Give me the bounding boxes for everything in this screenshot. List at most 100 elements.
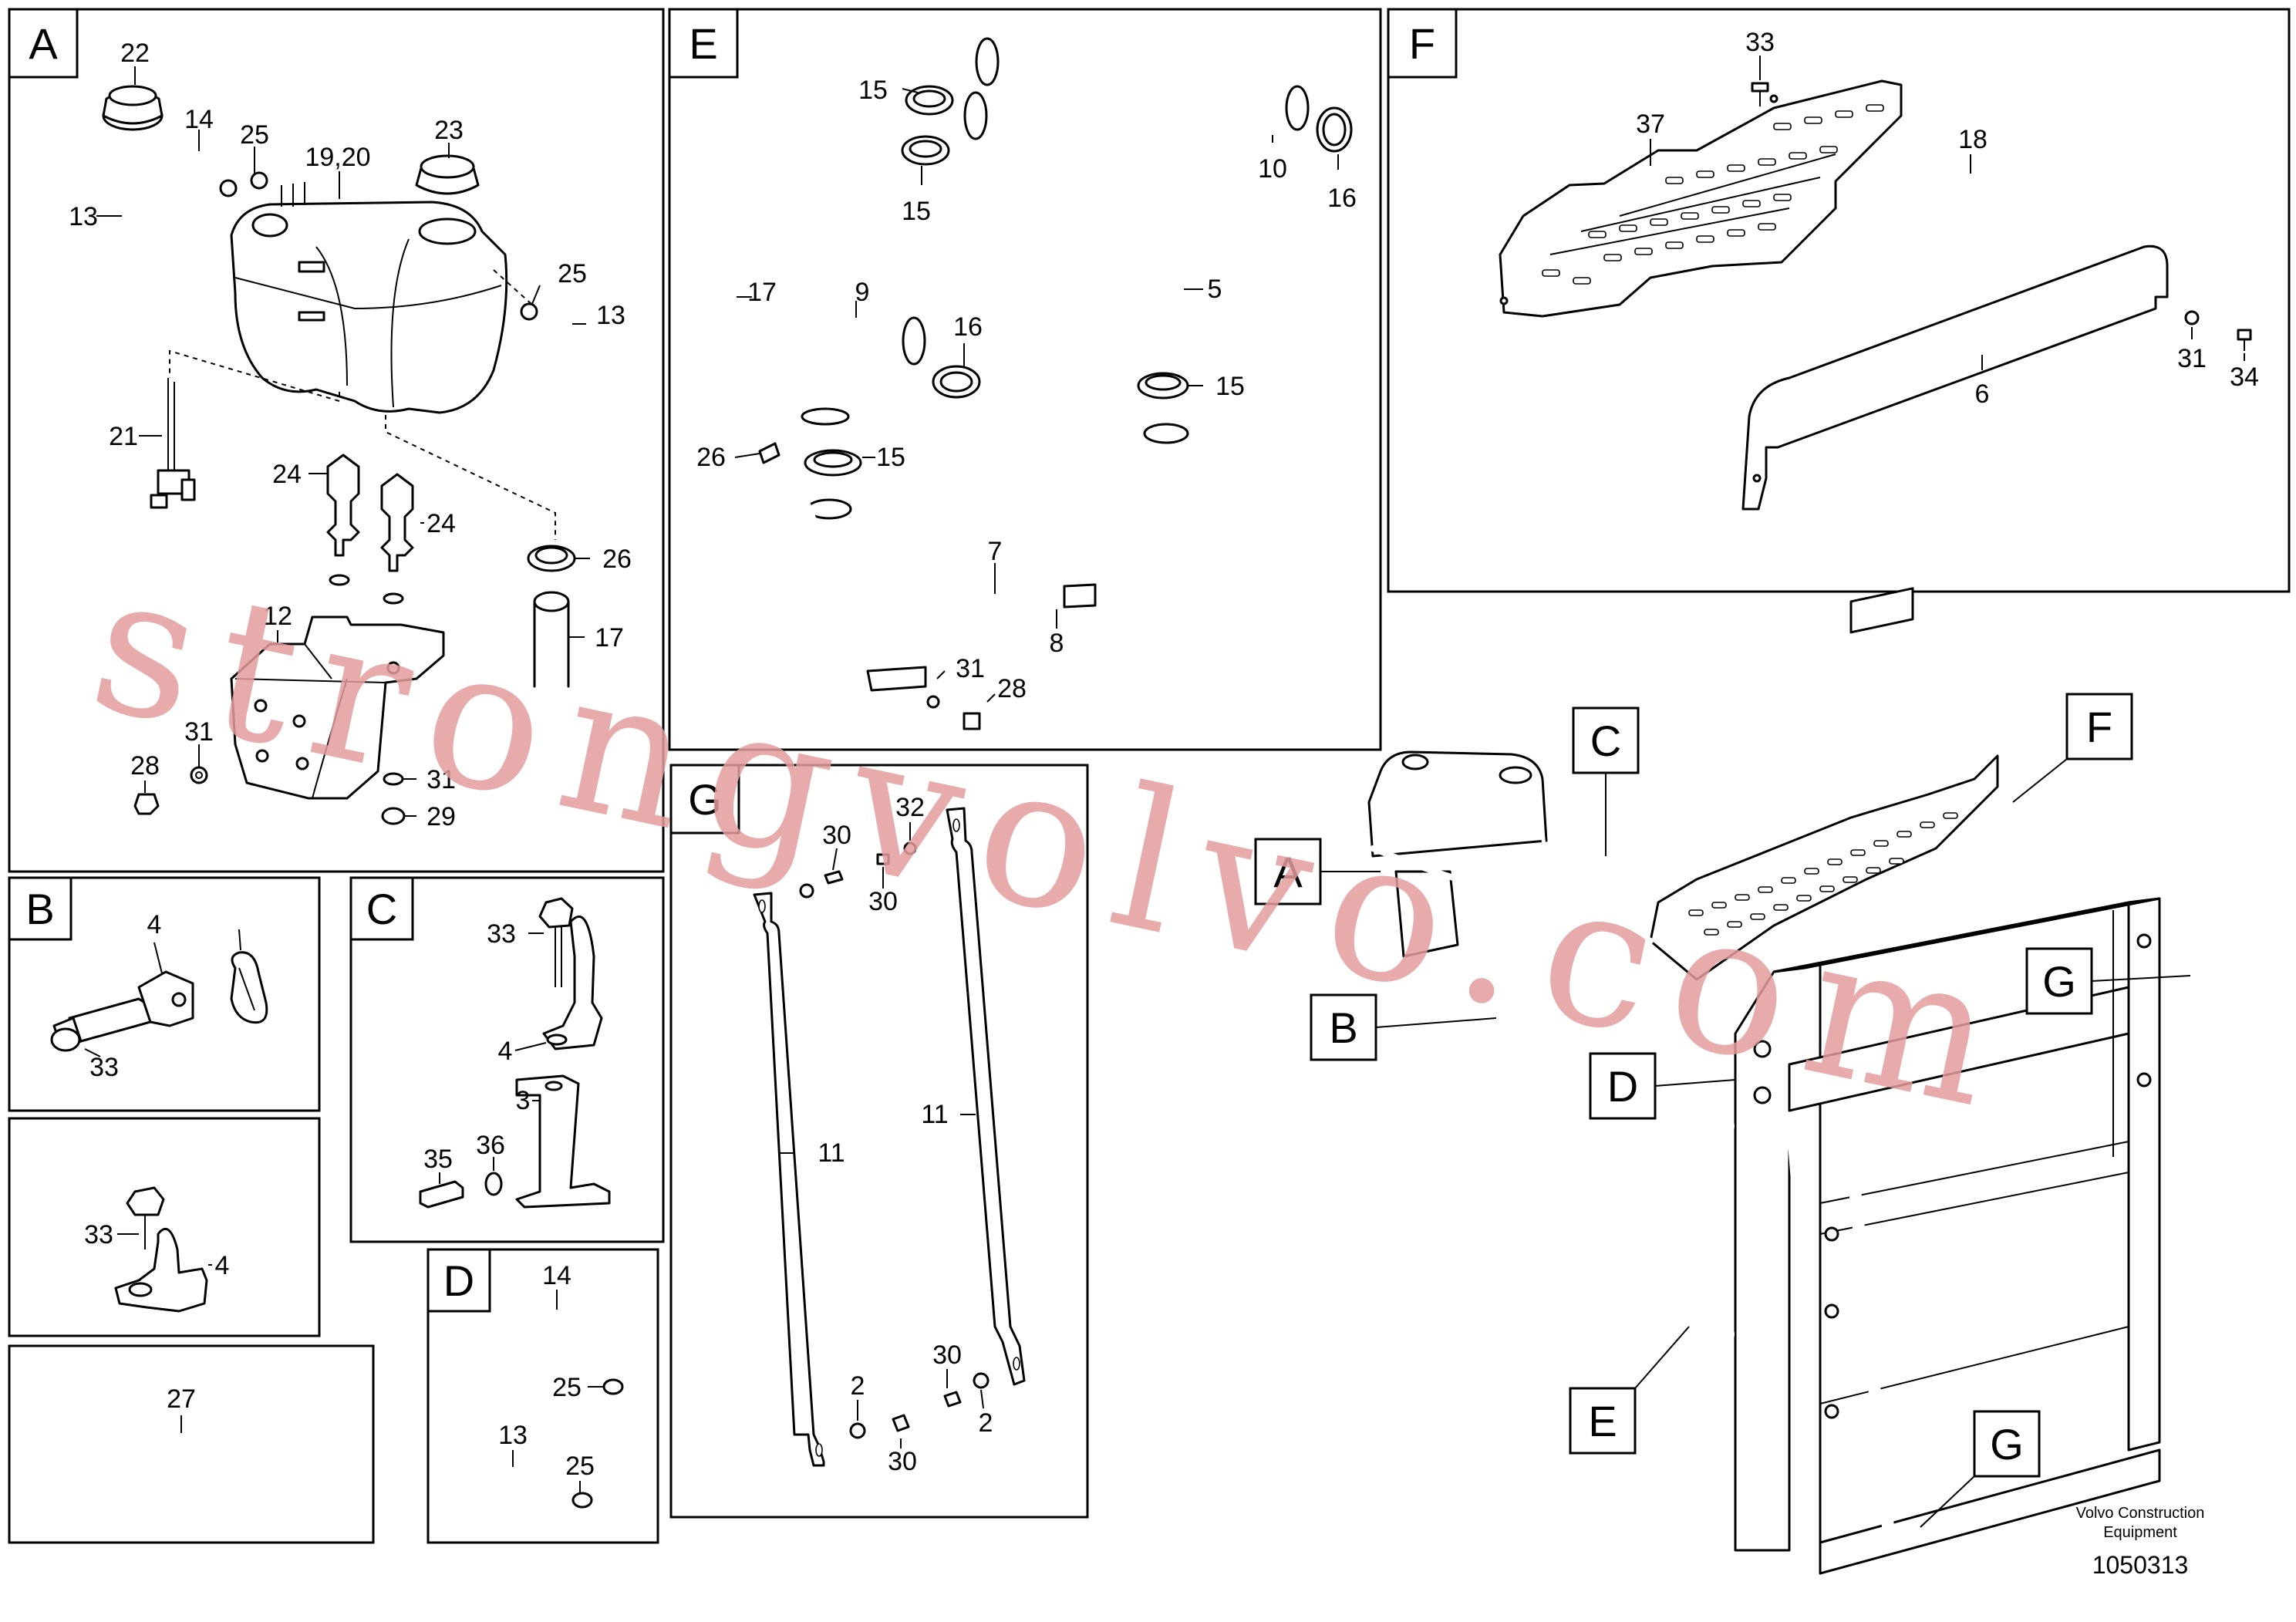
section-letter-e: E [668,8,739,79]
plug-24-right [380,473,414,605]
svg-text:G: G [688,775,722,824]
svg-text:C: C [1590,717,1621,765]
callout-f: F [2012,693,2133,803]
pressure-cap-23 [415,154,480,195]
svg-text:C: C [366,885,397,933]
svg-text:F: F [1409,19,1435,68]
section-letter-b: B [8,876,72,941]
callout-b: B [1310,993,1497,1061]
label-c-33: 33 [487,919,516,949]
svg-text:D: D [1607,1062,1638,1111]
label-e-15-b: 15 [902,197,931,226]
grille-37 [1499,79,1903,318]
label-a-31-right: 31 [426,765,456,794]
label-a-24-right: 24 [426,509,456,538]
clamp-26 [527,545,576,572]
svg-text:B: B [1329,1003,1357,1052]
label-c-3: 3 [516,1086,531,1115]
callout-g-upper: G [2025,947,2191,1015]
strap-11-right [946,807,1026,1386]
hose-17 [533,591,570,688]
callout-d: D [1589,1052,1736,1120]
panel-27-frame [8,1344,375,1544]
label-g-11-left: 11 [818,1138,845,1168]
expansion-tank-19-20 [230,182,508,414]
label-a-31-left: 31 [184,717,214,747]
label-e-8: 8 [1050,629,1064,658]
label-a-23: 23 [434,116,464,145]
filler-cap-22 [102,85,164,131]
callout-e: E [1569,1326,1690,1455]
label-a-17: 17 [595,623,624,653]
panel-a-drawing: 22 14 25 19,20 23 13 25 13 21 24 24 26 1… [69,39,632,831]
label-e-9: 9 [855,278,870,307]
label-f-37: 37 [1636,110,1665,139]
label-g-30-d: 30 [888,1447,917,1476]
label-a-24-left: 24 [272,460,302,489]
panel-c-drawing: 33 4 3 36 35 [419,897,611,1209]
label-b2-4: 4 [215,1251,230,1280]
label-g-2-a: 2 [851,1371,865,1401]
svg-text:G: G [2042,957,2076,1006]
label-d-25-a: 25 [552,1373,582,1402]
label-b-4: 4 [147,910,162,939]
callout-a: A [1254,838,1381,905]
label-f-18: 18 [1958,125,1988,154]
callout-c: C [1572,706,1640,856]
svg-text:D: D [443,1256,474,1305]
callout-g-lower: G [1920,1410,2041,1528]
label-g-2-b: 2 [979,1408,993,1438]
svg-text:A: A [1273,848,1303,896]
label-f-6: 6 [1975,379,1990,409]
panel-f-drawing: 33 37 18 31 6 34 [1499,28,2259,511]
level-sensor-21 [150,378,196,509]
bracket-12 [230,615,445,800]
label-e-15-c: 15 [1215,372,1245,401]
label-c-4: 4 [498,1037,513,1066]
section-letter-d: D [426,1248,491,1313]
label-d-25-b: 25 [565,1452,595,1481]
label-e-16-a: 16 [1327,184,1357,213]
label-b-33: 33 [89,1053,119,1082]
label-a-29: 29 [426,802,456,831]
label-g-32: 32 [895,793,925,822]
label-a-26: 26 [602,545,632,574]
panel-g-drawing: 32 30 30 11 11 30 2 2 30 [753,793,1026,1476]
label-a-13-right: 13 [596,301,625,330]
label-e-15-a: 15 [858,76,888,105]
label-c-36: 36 [476,1131,505,1160]
label-a-21: 21 [109,422,138,451]
label-a-28: 28 [130,751,160,781]
label-f-33: 33 [1745,28,1775,57]
label-27: 27 [167,1384,196,1414]
label-e-10: 10 [1258,154,1287,184]
label-e-5: 5 [1208,275,1222,304]
svg-text:F: F [2086,703,2112,751]
label-c-35: 35 [423,1145,453,1174]
label-a-14: 14 [184,105,214,134]
panel-e-drawing: 15 15 10 16 17 9 5 16 15 26 15 7 8 31 28 [687,28,1357,730]
label-a-25-right: 25 [558,259,587,288]
panel-6 [1741,244,2169,511]
label-e-16-b: 16 [953,312,983,342]
section-letter-g: G [669,764,740,835]
label-e-7: 7 [988,537,1003,566]
label-e-26: 26 [696,443,726,472]
label-a-12: 12 [263,602,292,631]
label-f-31: 31 [2177,344,2207,373]
strap-11-left [753,892,825,1467]
label-g-30-b: 30 [868,887,898,916]
footer-drawing-number: 1050313 [2092,1551,2189,1579]
section-letter-c: C [349,876,414,941]
label-a-13-left: 13 [69,202,98,231]
label-d-14: 14 [542,1261,571,1290]
label-e-17: 17 [747,278,777,307]
label-e-15-d: 15 [876,443,905,472]
panel-b2-drawing: 33 4 [84,1186,230,1313]
svg-text:E: E [689,19,717,68]
panel-d-drawing: 14 25 13 25 [465,1261,624,1509]
label-g-11-right: 11 [921,1100,948,1129]
label-b2-33: 33 [84,1220,113,1249]
